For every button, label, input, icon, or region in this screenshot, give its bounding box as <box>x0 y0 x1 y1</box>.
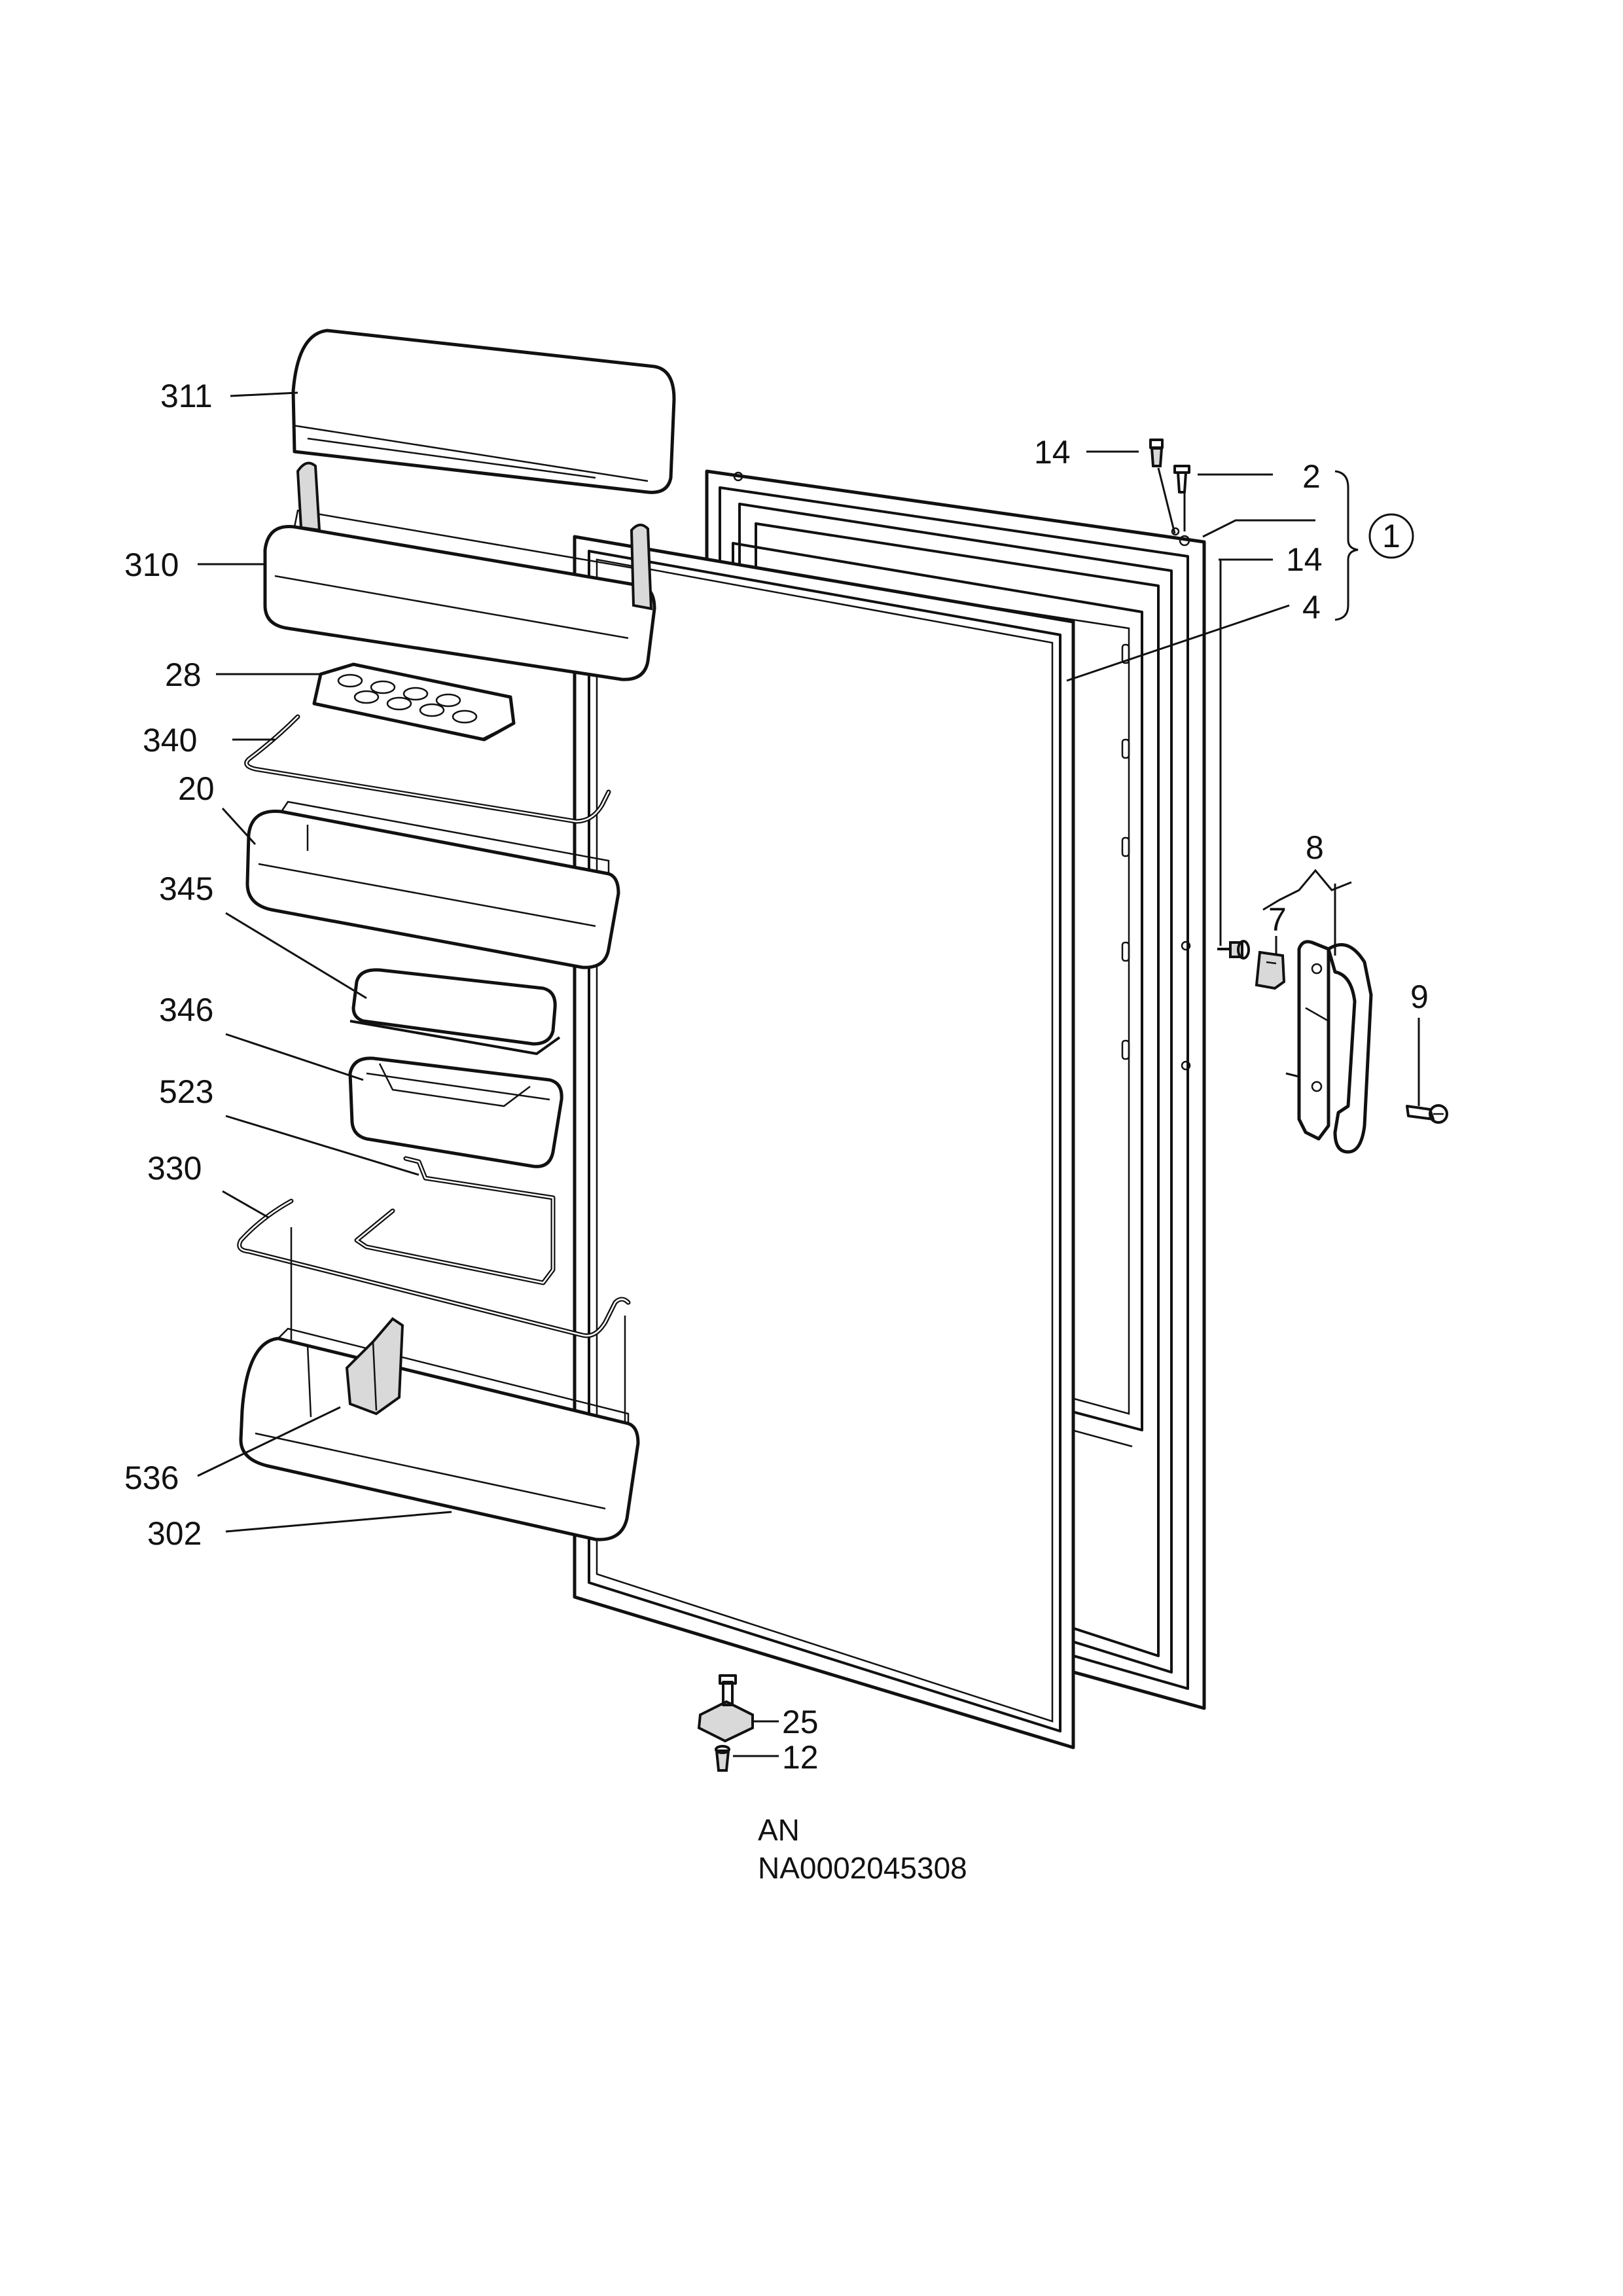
label-330: 330 <box>147 1150 202 1187</box>
dairy-lid-345 <box>349 968 561 1055</box>
label-12: 12 <box>782 1739 819 1776</box>
label-14-mid: 14 <box>1286 541 1323 578</box>
screw-14 <box>1217 940 1250 960</box>
label-302: 302 <box>147 1515 202 1552</box>
hinge-pin-14 <box>1149 439 1164 467</box>
label-2: 2 <box>1302 458 1321 495</box>
group-brace <box>1334 470 1359 621</box>
wire-retainer-330 <box>237 1198 631 1433</box>
part-labels: 311 310 28 340 20 345 346 523 330 536 30… <box>124 378 1429 1776</box>
label-7: 7 <box>1268 901 1287 938</box>
bottle-divider-536 <box>345 1317 404 1416</box>
shelf-310 <box>263 461 656 681</box>
group-1-circle <box>1368 513 1414 559</box>
shelf-20 <box>245 800 620 969</box>
label-345: 345 <box>159 870 213 907</box>
handle-clip-7 <box>1255 950 1286 990</box>
handle-screw-9 <box>1406 1104 1448 1124</box>
wire-basket-523 <box>354 1156 556 1285</box>
screw-12 <box>715 1745 730 1772</box>
dairy-box-346 <box>348 1056 563 1168</box>
bottle-shelf-302 <box>239 1327 640 1541</box>
label-346: 346 <box>159 992 213 1028</box>
label-20: 20 <box>178 770 215 807</box>
caption-line-1: AN <box>758 1813 800 1847</box>
label-536: 536 <box>124 1460 179 1496</box>
shelf-cover-311 <box>291 329 676 494</box>
label-8: 8 <box>1306 829 1324 866</box>
egg-tray-28 <box>312 662 516 742</box>
label-310: 310 <box>124 547 179 583</box>
label-25: 25 <box>782 1704 819 1740</box>
label-1: 1 <box>1382 518 1400 554</box>
caption-line-2: NA0002045308 <box>758 1851 967 1885</box>
label-4: 4 <box>1302 589 1321 626</box>
label-14-top: 14 <box>1034 434 1071 471</box>
bushing-2 <box>1173 465 1190 493</box>
wire-retainer-340 <box>244 714 611 824</box>
door-gasket <box>573 535 1075 1749</box>
bottom-hinge-25 <box>697 1674 754 1743</box>
label-311: 311 <box>160 378 213 414</box>
label-340: 340 <box>143 722 197 759</box>
caption: AN NA0002045308 <box>758 1813 967 1885</box>
label-9: 9 <box>1410 978 1429 1015</box>
leader-lines <box>197 391 1420 1757</box>
door-handle-8 <box>1297 940 1373 1154</box>
label-28: 28 <box>165 656 202 693</box>
label-523: 523 <box>159 1073 213 1110</box>
